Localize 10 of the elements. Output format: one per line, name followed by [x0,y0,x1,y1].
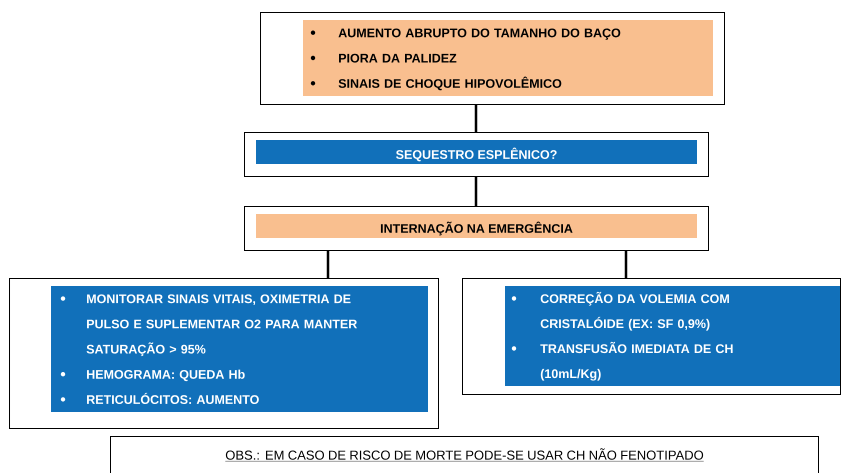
step-box: INTERNAÇÃO NA EMERGÊNCIA [244,206,709,251]
list-box: CORREÇÃO DA VOLEMIA COM CRISTALÓIDE (EX: SF 0,9%) TRANSFUSÃO IMEDIATA DE CH (10mL/Kg) [462,278,841,395]
connector-line [326,251,330,278]
list-box: AUMENTO ABRUPTO DO TAMANHO DO BAÇO PIORA DA PALIDEZ SINAIS DE CHOQUE HIPOVOLÊMICO [260,12,725,105]
note-box: OBS.: EM CASO DE RISCO DE MORTE PODE-SE USAR CH NÃO FENOTIPADO [110,436,819,473]
connector-line [474,177,478,206]
connector-line [474,105,478,132]
list-box: MONITORAR SINAIS VITAIS, OXIMETRIA DE PULSO E SUPLEMENTAR O2 PARA MANTER SATURAÇÃO > 95% HEMOGRAMA: QUEDA Hb RETICULÓCITOS: AUMENTO [9,278,439,429]
connector-line [624,251,628,278]
step-box: SEQUESTRO ESPLÊNICO? [244,132,709,177]
